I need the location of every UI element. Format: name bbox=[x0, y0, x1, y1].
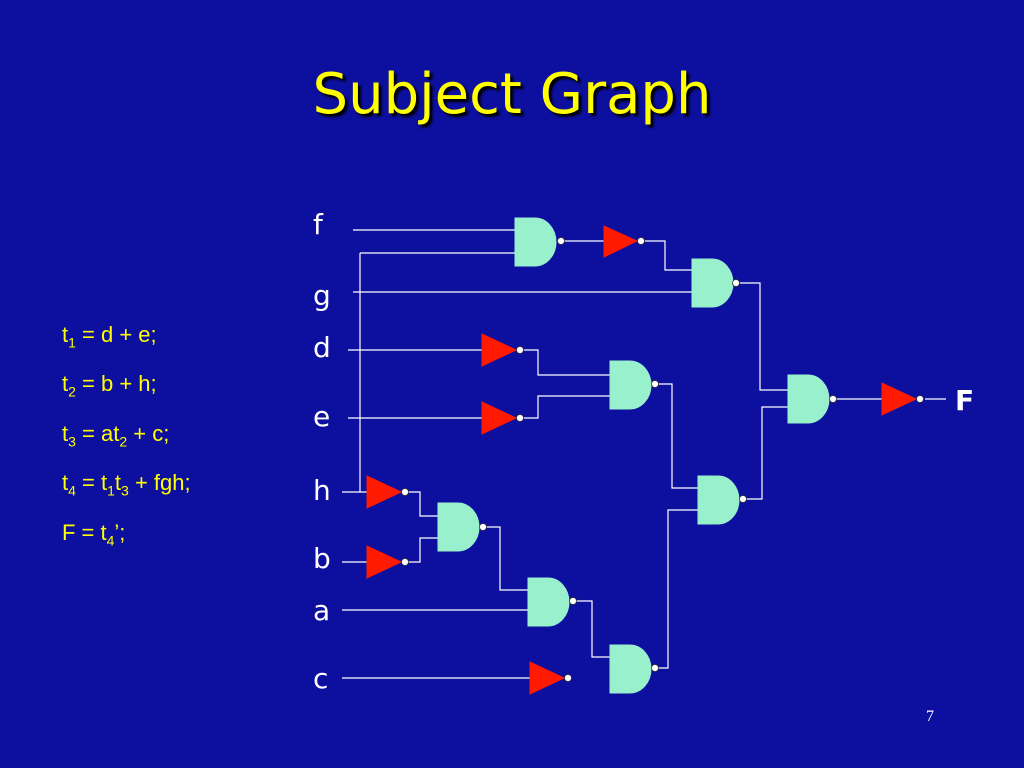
inverter-7 bbox=[881, 382, 918, 416]
and-gate-2 bbox=[691, 258, 734, 308]
inverter-6 bbox=[529, 661, 566, 695]
equation-t3: t3 = at2 + c; bbox=[62, 420, 170, 450]
input-label-c: c bbox=[313, 662, 329, 695]
and-gate-4 bbox=[787, 374, 830, 424]
input-label-b: b bbox=[313, 542, 331, 575]
page-number: 7 bbox=[926, 708, 934, 725]
input-label-h: h bbox=[313, 474, 331, 507]
wires bbox=[342, 229, 946, 679]
equation-t1: t1 = d + e; bbox=[62, 322, 157, 351]
equation-list: t1 = d + e; t2 = b + h; t3 = at2 + c; t4… bbox=[62, 314, 191, 561]
output-label-f: F bbox=[955, 384, 975, 417]
and-gate-6 bbox=[437, 502, 480, 552]
and-gate-3 bbox=[609, 360, 652, 410]
equation-t4: t4 = t1t3 + fgh; bbox=[62, 470, 191, 499]
inverter-4 bbox=[366, 475, 403, 509]
inverter-2 bbox=[481, 333, 518, 367]
and-gate-1 bbox=[514, 217, 557, 267]
input-label-f: f bbox=[313, 208, 323, 241]
and-gate-7 bbox=[527, 577, 570, 627]
and-gate-5 bbox=[697, 475, 740, 525]
input-label-a: a bbox=[313, 594, 331, 627]
inverter-5 bbox=[366, 545, 403, 579]
inverters bbox=[366, 225, 918, 695]
input-label-e: e bbox=[313, 400, 331, 433]
and-gate-8 bbox=[609, 644, 652, 694]
inverter-1 bbox=[603, 225, 639, 258]
slide-title: Subject Graph bbox=[312, 62, 712, 127]
inverter-3 bbox=[481, 401, 518, 435]
bubbles bbox=[401, 237, 924, 682]
input-label-g: g bbox=[313, 279, 331, 312]
input-label-d: d bbox=[313, 331, 331, 364]
and-gates bbox=[437, 217, 830, 694]
equation-f: F = t4’; bbox=[62, 519, 126, 548]
equation-t2: t2 = b + h; bbox=[62, 371, 157, 400]
